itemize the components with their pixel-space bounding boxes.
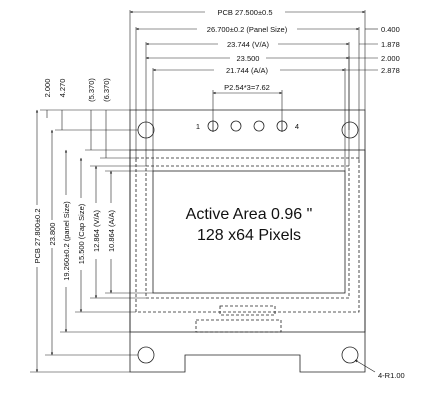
pin-pad-3 <box>253 120 265 132</box>
dim-cap-height: 15.500 (Cap Size) <box>77 203 86 264</box>
dim-va-height: 12.864 (V/A) <box>92 209 101 252</box>
dim-top-5370: (5.370) <box>87 78 96 102</box>
active-area-title: Active Area 0.96 " <box>186 206 313 223</box>
pin-4-label: 4 <box>295 122 299 131</box>
dim-panel-height: 19.260±0.2 (panel Size) <box>62 201 71 281</box>
mount-hole-bottom-right <box>341 346 359 364</box>
dim-23800: 23.800 <box>48 223 57 246</box>
mount-hole-bottom-left <box>137 346 155 364</box>
dim-panel-width: 26.700±0.2 (Panel Size) <box>207 25 288 34</box>
dim-right-2000: 2.000 <box>381 54 400 63</box>
hole-radius-leader <box>354 359 376 373</box>
active-area-box <box>152 170 346 294</box>
dim-pcb-height: PCB 27.800±0.2 <box>33 209 42 264</box>
pin-1-label: 1 <box>196 122 200 131</box>
dim-pcb-width: PCB 27.500±0.5 <box>218 8 273 17</box>
cap-outline <box>135 157 360 313</box>
mount-hole-top-right <box>341 121 359 139</box>
dim-pin-pitch: P2.54*3=7.62 <box>224 83 270 92</box>
dim-right-0400: 0.400 <box>381 25 400 34</box>
dim-right-2878: 2.878 <box>381 66 400 75</box>
dim-va-width: 23.744 (V/A) <box>227 40 270 49</box>
dim-hole-radius: 4-R1.00 <box>378 371 405 380</box>
dim-top-4270: 4.270 <box>58 79 67 98</box>
dim-top-2000: 2.000 <box>43 79 52 98</box>
ribbon-outline <box>195 319 282 333</box>
dim-23500: 23.500 <box>237 54 260 63</box>
connector-outline <box>219 305 276 316</box>
dim-right-1878: 1.878 <box>381 40 400 49</box>
visible-area <box>145 165 350 299</box>
dim-top-6370: (6.370) <box>102 78 111 102</box>
dim-aa-height: 10.864 (A/A) <box>107 209 116 252</box>
active-area-pixels: 128 x64 Pixels <box>197 227 301 244</box>
dim-aa-width: 21.744 (A/A) <box>226 66 269 75</box>
pin-pad-2 <box>230 120 242 132</box>
